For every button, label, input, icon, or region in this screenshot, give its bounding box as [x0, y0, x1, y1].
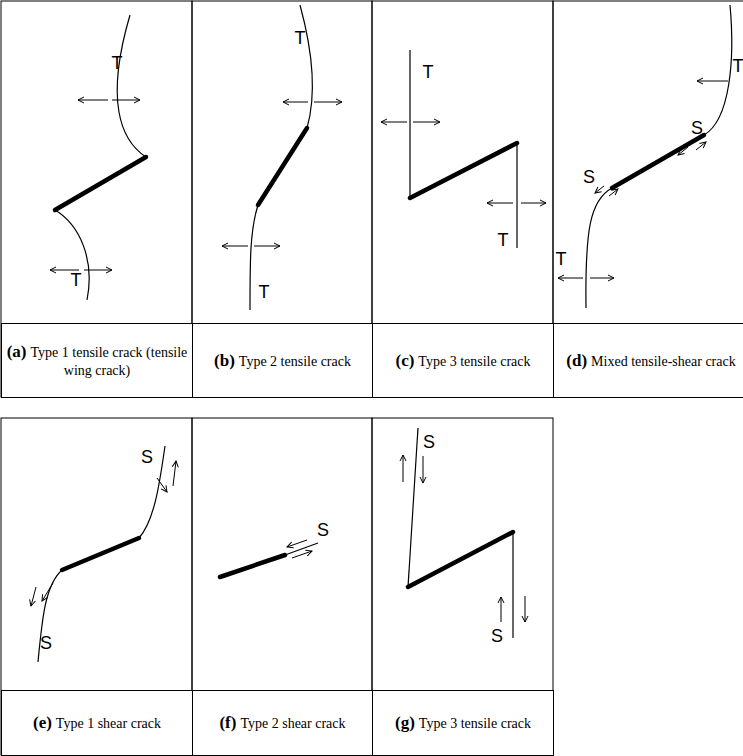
caption-text: Type 2 tensile crack [239, 354, 351, 369]
crack-type-letter: T [423, 63, 434, 81]
crack-type-letter: T [295, 29, 306, 47]
panel-letter: (f) [219, 713, 236, 732]
crack-type-letter: T [733, 57, 743, 75]
caption-text: Mixed tensile-shear crack [591, 354, 736, 369]
crack-type-letter: T [71, 271, 82, 289]
panel-letter: (a) [7, 342, 27, 361]
panel-letter: (d) [566, 351, 587, 370]
caption-cell: (c) Type 3 tensile crack [372, 323, 554, 398]
panel-letter: (g) [395, 713, 415, 732]
crack-type-letter: T [112, 54, 123, 72]
caption-text: Type 2 shear crack [240, 716, 345, 731]
crack-type-letter: S [40, 634, 52, 652]
caption-cell: (d) Mixed tensile-shear crack [553, 323, 743, 398]
crack-type-letter: S [423, 433, 435, 451]
caption-cell: (a) Type 1 tensile crack (tensile wing c… [1, 323, 193, 398]
caption-cell: (e) Type 1 shear crack [1, 690, 193, 756]
crack-type-letter: S [491, 627, 503, 645]
caption-text: Type 3 tensile crack [419, 716, 531, 731]
caption-text: Type 1 shear crack [56, 716, 161, 731]
crack-type-letter: T [556, 250, 567, 268]
crack-type-letter: S [691, 119, 703, 137]
crack-type-letter: T [498, 231, 509, 249]
crack-type-letter: T [259, 283, 270, 301]
panel-letter: (c) [395, 351, 414, 370]
panel-letter: (e) [33, 713, 52, 732]
crack-type-letter: S [141, 448, 153, 466]
caption-cell: (b) Type 2 tensile crack [192, 323, 373, 398]
caption-cell: (f) Type 2 shear crack [192, 690, 373, 756]
caption-text: Type 3 tensile crack [418, 354, 530, 369]
caption-cell: (g) Type 3 tensile crack [372, 690, 554, 756]
crack-type-letter: S [583, 168, 595, 186]
crack-type-letter: S [317, 521, 329, 539]
panel-letter: (b) [214, 351, 235, 370]
caption-text: Type 1 tensile crack (tensile wing crack… [30, 345, 187, 379]
